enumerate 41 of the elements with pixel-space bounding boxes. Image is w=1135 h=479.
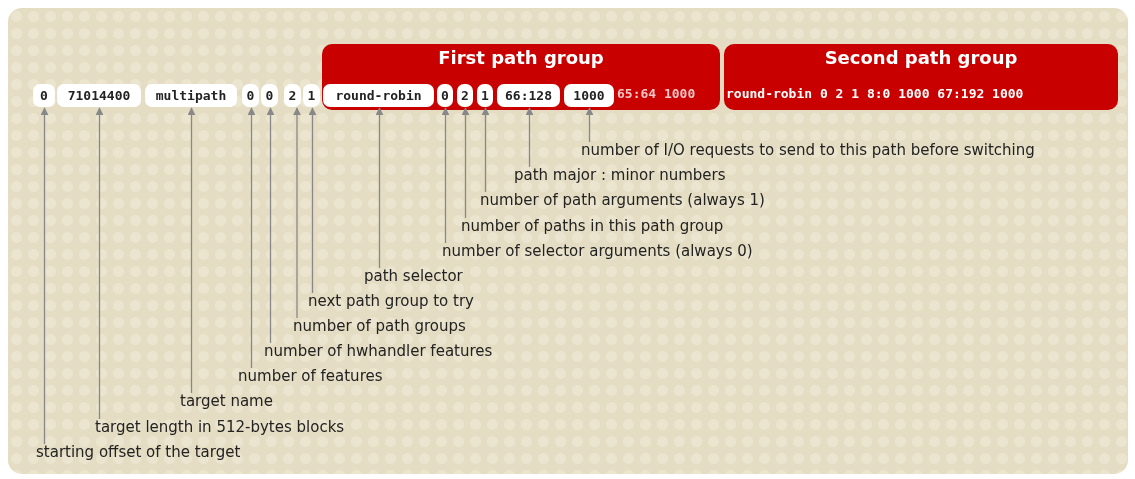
parameter-text: 65:64 1000 — [617, 86, 696, 101]
parameter-token: 0 — [33, 84, 55, 107]
arrow — [308, 107, 317, 294]
parameter-token: 71014400 — [57, 84, 141, 107]
arrow — [293, 107, 301, 319]
arrow — [247, 107, 256, 369]
description-label: target name — [180, 392, 273, 410]
description-label: path selector — [364, 267, 463, 285]
description-label: path major : minor numbers — [514, 166, 726, 184]
parameter-token: 2 — [457, 84, 473, 107]
description-label: number of paths in this path group — [461, 217, 724, 235]
description-label: number of I/O requests to send to this path before switching — [581, 141, 1035, 159]
description-label: number of path arguments (always 1) — [480, 191, 765, 209]
arrow — [525, 107, 534, 168]
arrow — [375, 107, 384, 269]
description-label: number of selector arguments (always 0) — [442, 242, 753, 260]
parameter-token: 0 — [437, 84, 453, 107]
arrow — [441, 107, 450, 244]
description-label: number of hwhandler features — [264, 342, 493, 360]
parameter-token: 1 — [477, 84, 493, 107]
arrow — [481, 107, 490, 193]
arrow — [266, 107, 275, 344]
parameter-token: round-robin — [323, 84, 434, 107]
arrow — [585, 107, 594, 143]
parameter-text: round-robin 0 2 1 8:0 1000 67:192 1000 — [726, 86, 1024, 101]
parameter-token: multipath — [145, 84, 237, 107]
path-group-band — [322, 44, 720, 110]
parameter-token: 66:128 — [497, 84, 560, 107]
description-label: next path group to try — [308, 292, 474, 310]
path-group-band — [724, 44, 1118, 110]
description-label: number of features — [238, 367, 383, 385]
description-label: starting offset of the target — [36, 443, 241, 461]
group-title: First path group — [437, 47, 605, 68]
description-label: target length in 512-bytes blocks — [95, 418, 345, 436]
arrow — [40, 107, 49, 445]
group-title: Second path group — [823, 47, 1019, 68]
parameter-token: 1000 — [564, 84, 614, 107]
description-label: number of path groups — [293, 317, 466, 335]
arrow — [461, 107, 470, 219]
arrow — [95, 107, 104, 420]
arrow — [187, 107, 196, 394]
